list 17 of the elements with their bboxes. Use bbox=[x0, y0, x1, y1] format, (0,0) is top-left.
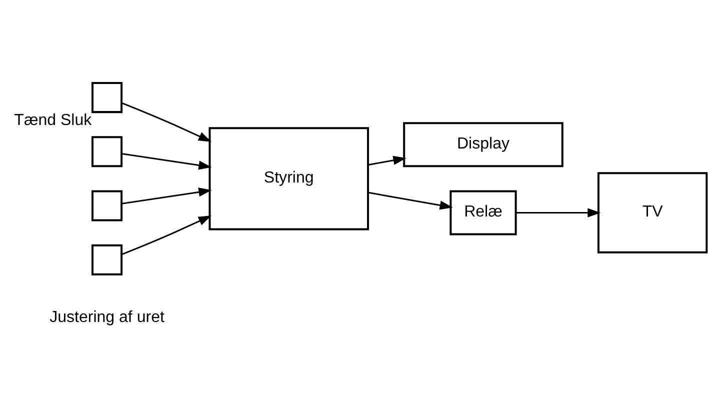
node-box bbox=[91, 190, 123, 221]
arrow bbox=[122, 187, 212, 204]
node-box bbox=[91, 82, 123, 113]
node-box bbox=[91, 136, 123, 167]
arrow bbox=[368, 191, 453, 210]
arrow bbox=[121, 102, 212, 142]
arrow bbox=[368, 155, 406, 166]
label: Justering af uret bbox=[50, 307, 164, 326]
node-box: Relæ bbox=[450, 190, 517, 235]
arrow bbox=[122, 152, 212, 170]
node-box: Styring bbox=[208, 126, 370, 230]
arrow bbox=[121, 215, 212, 255]
node-label: Tænd Sluk bbox=[14, 110, 92, 128]
node-box bbox=[91, 244, 123, 275]
node-box: Display bbox=[403, 122, 564, 167]
node-box: TV bbox=[597, 172, 708, 253]
arrow bbox=[516, 208, 601, 217]
